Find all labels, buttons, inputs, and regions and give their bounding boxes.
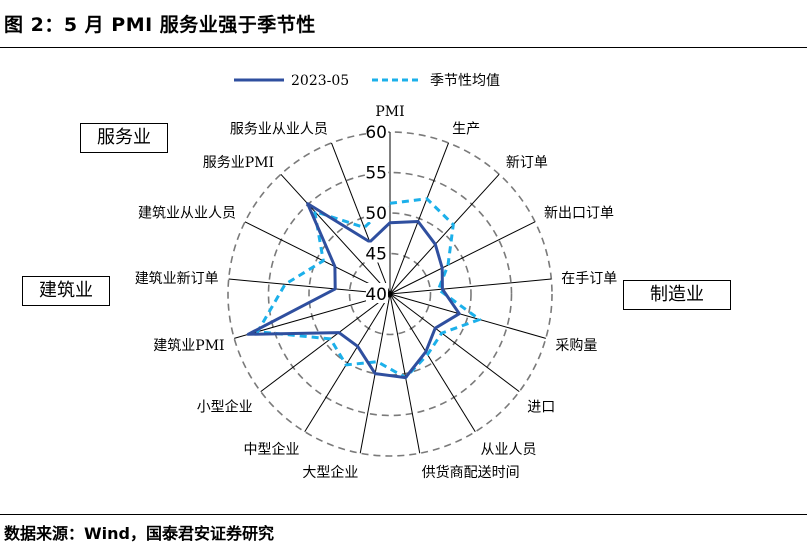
tick-label: 45 [365,245,387,265]
category-label: 服务业从业人员 [230,122,328,138]
category-label: 生产 [452,122,480,138]
grid-ring [348,252,432,336]
spoke [304,293,391,432]
category-label: 在手订单 [561,271,617,287]
group-label-services: 服务业 [80,123,168,153]
spoke [389,142,449,295]
tick-label-bg [366,283,388,303]
grid-ring [227,131,553,457]
spoke [228,278,391,295]
radar-grid [227,131,553,457]
bottom-rule [0,514,807,515]
tick-label: 60 [365,123,387,143]
spoke [389,293,421,454]
category-label: 从业人员 [481,442,537,458]
category-label: 新出口订单 [544,205,614,221]
spoke [260,293,391,393]
category-label: 新订单 [506,155,548,171]
category-label: 建筑业从业人员 [138,205,236,221]
category-label: 进口 [527,400,555,416]
chart-legend: 2023-05 季节性均值 [234,73,500,89]
spoke [389,293,476,432]
spoke [280,173,391,295]
tick-label-bg [366,161,388,182]
figure-title: 图 2：5 月 PMI 服务业强于季节性 [4,14,316,36]
tick-label-bg [366,202,388,222]
category-label: PMI [375,104,404,120]
spoke [389,278,552,295]
series-1-polygon [246,202,461,380]
tick-label-bg [366,242,388,263]
category-label: 建筑业PMI [153,338,224,354]
spoke [331,142,391,295]
radial-ticks: 40 45 50 55 60 [365,121,388,305]
spoke [389,221,536,295]
legend-label-series-1: 2023-05 [291,73,349,89]
series-2-polygon [256,197,482,380]
grid-ring [267,171,513,417]
group-label-manufacturing: 制造业 [623,280,731,310]
category-label: 大型企业 [302,464,358,481]
category-label: 中型企业 [244,441,300,458]
tick-label-bg [366,121,388,141]
group-label-construction: 建筑业 [22,276,110,306]
tick-label: 50 [365,204,387,224]
source-note: 数据来源：Wind，国泰君安证券研究 [4,524,274,543]
grid-ring [308,212,472,376]
tick-label: 40 [365,285,387,305]
spoke [389,293,546,339]
tick-label: 55 [365,164,387,184]
category-label: 供货商配送时间 [422,464,520,481]
category-label: 建筑业新订单 [135,271,219,287]
spoke [389,293,520,393]
spoke [234,293,391,339]
spoke [244,221,391,295]
category-label: 小型企业 [197,399,253,416]
category-label: 采购量 [555,338,597,354]
category-label: 服务业PMI [203,155,274,171]
spoke [389,173,500,295]
top-rule [0,47,807,48]
radar-series [246,197,482,380]
legend-label-series-2: 季节性均值 [430,73,500,89]
